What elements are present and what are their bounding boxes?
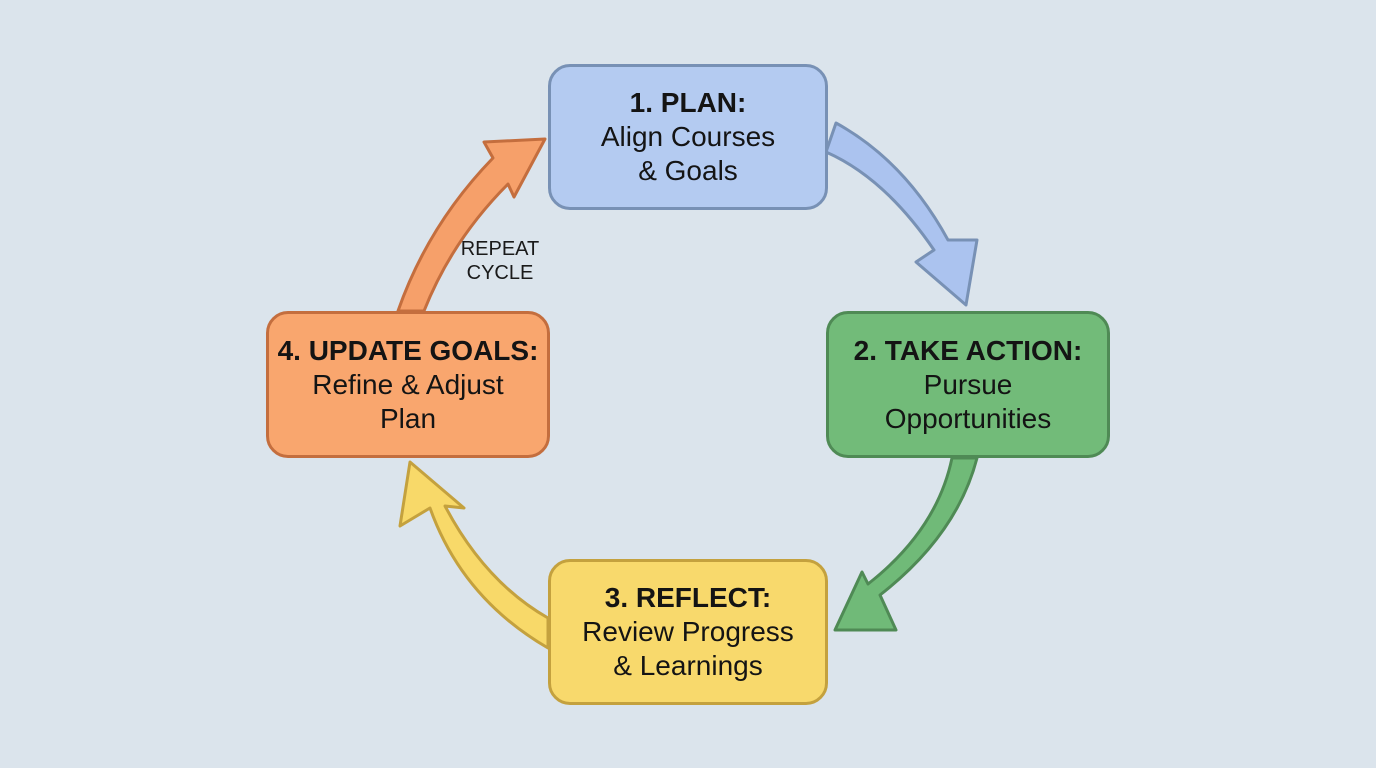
repeat-label-line-2: CYCLE: [466, 262, 534, 284]
step-action-line-2: Opportunities: [884, 402, 1052, 434]
step-reflect-box: 3. REFLECT: Review Progress & Learnings: [548, 559, 828, 705]
step-action-line-1: Pursue: [923, 368, 1013, 400]
step-update-line-1: Refine & Adjust: [312, 368, 504, 400]
arrow-update-to-plan: [396, 137, 547, 313]
step-plan-box: 1. PLAN: Align Courses & Goals: [548, 64, 828, 210]
step-update-box: 4. UPDATE GOALS: Refine & Adjust Plan: [266, 311, 550, 458]
step-update-line-2: Plan: [379, 402, 437, 434]
step-action-title: 2. TAKE ACTION:: [853, 334, 1083, 366]
step-reflect-line-2: & Learnings: [613, 650, 763, 681]
repeat-label-line-1: REPEAT: [460, 238, 540, 260]
step-reflect-title: 3. REFLECT:: [604, 582, 772, 613]
step-update-title: 4. UPDATE GOALS:: [277, 334, 539, 366]
arrow-action-to-reflect: [833, 456, 979, 632]
step-plan-title: 1. PLAN:: [629, 87, 747, 118]
arrow-plan-to-action: [824, 121, 979, 307]
step-plan-line-1: Align Courses: [600, 121, 776, 152]
step-action-box: 2. TAKE ACTION: Pursue Opportunities: [826, 311, 1110, 458]
arrow-reflect-to-update: [398, 460, 550, 650]
step-reflect-line-1: Review Progress: [582, 616, 794, 647]
step-plan-line-2: & Goals: [638, 155, 738, 186]
repeat-cycle-label: REPEAT CYCLE: [440, 237, 560, 285]
